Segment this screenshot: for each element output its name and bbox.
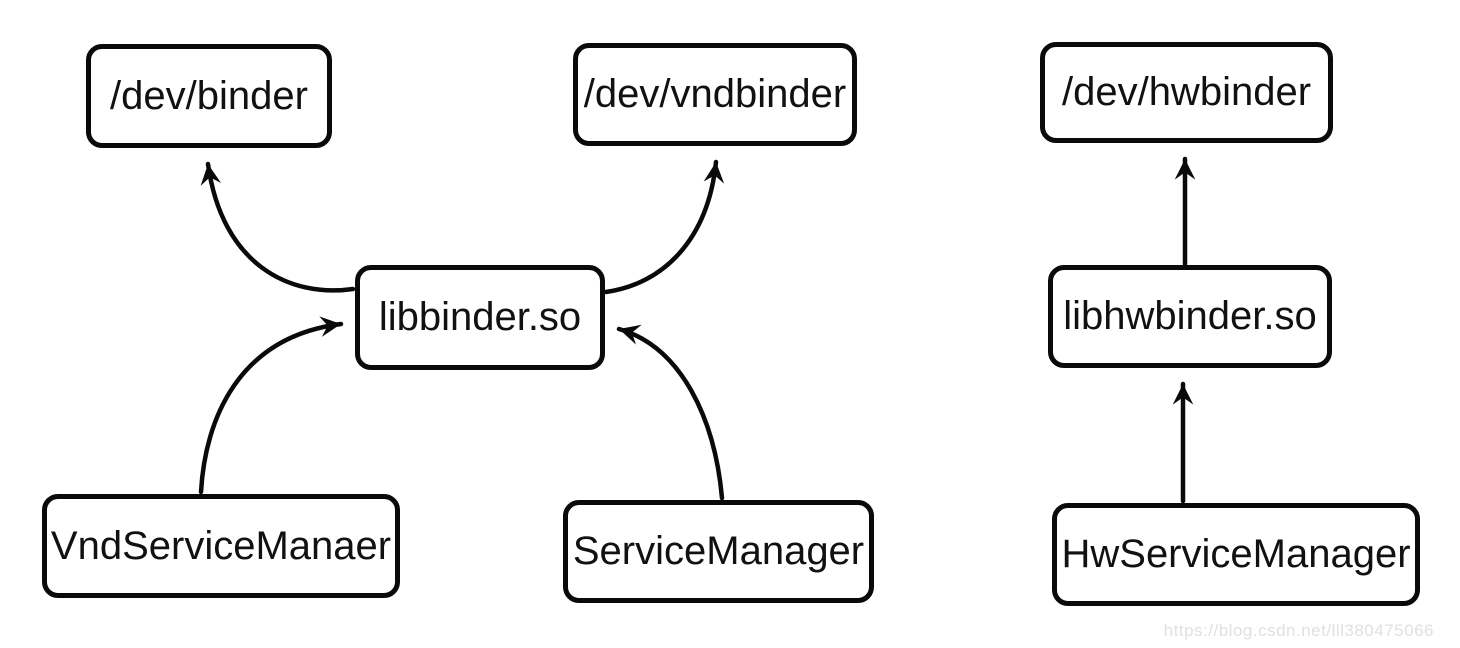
node-dev-binder: /dev/binder bbox=[86, 44, 332, 148]
node-libbinder-so: libbinder.so bbox=[355, 265, 605, 370]
csdn-watermark: https://blog.csdn.net/lll380475066 bbox=[1163, 621, 1434, 640]
edge-vndservicemanager-to-libbinder bbox=[198, 316, 344, 495]
node-dev-vndbinder-label: /dev/vndbinder bbox=[583, 72, 847, 116]
node-service-manager: ServiceManager bbox=[563, 500, 874, 603]
node-hw-service-manager: HwServiceManager bbox=[1052, 503, 1420, 606]
node-dev-hwbinder: /dev/hwbinder bbox=[1040, 42, 1333, 143]
node-vnd-service-manager-label: VndServiceManaer bbox=[50, 523, 392, 568]
edge-libbinder-to-dev-binder bbox=[200, 161, 356, 293]
node-service-manager-label: ServiceManager bbox=[572, 529, 865, 573]
node-dev-vndbinder: /dev/vndbinder bbox=[573, 43, 857, 146]
node-libbinder-so-label: libbinder.so bbox=[378, 295, 582, 339]
edge-libbinder-to-dev-vndbinder bbox=[603, 159, 725, 295]
node-dev-hwbinder-label: /dev/hwbinder bbox=[1061, 70, 1312, 114]
node-dev-binder-label: /dev/binder bbox=[110, 73, 308, 118]
node-hw-service-manager-label: HwServiceManager bbox=[1061, 532, 1411, 576]
node-vnd-service-manager: VndServiceManaer bbox=[42, 494, 400, 598]
node-libhwbinder-so: libhwbinder.so bbox=[1048, 265, 1332, 368]
node-libhwbinder-so-label: libhwbinder.so bbox=[1063, 294, 1317, 338]
edge-servicemanager-to-libbinder bbox=[616, 324, 725, 501]
